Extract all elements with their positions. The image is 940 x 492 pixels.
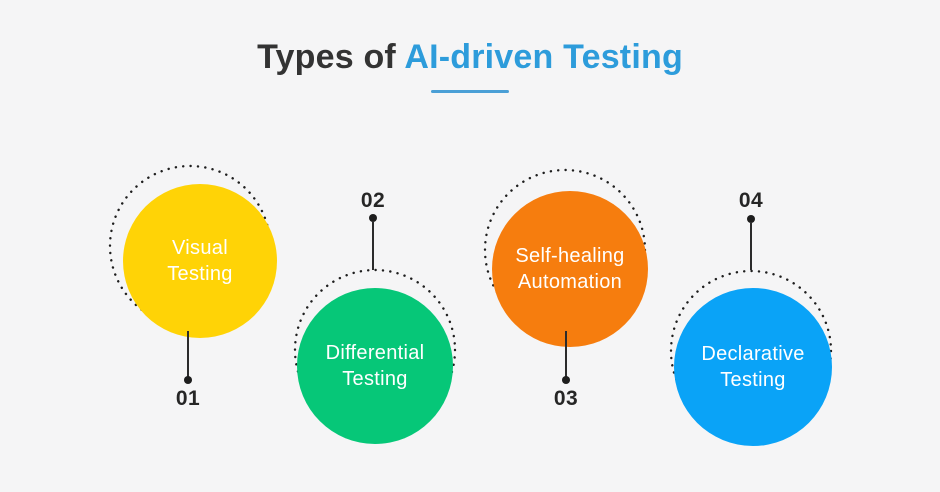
type-label: Declarative Testing (701, 343, 805, 391)
type-circle-declarative: Declarative Testing (674, 288, 832, 446)
connector-line (750, 223, 752, 270)
connector-line (565, 331, 567, 378)
connector-dot (562, 376, 570, 384)
connector-dot (369, 214, 377, 222)
header: Types of AI-driven Testing (0, 38, 940, 93)
type-label: Differential Testing (325, 342, 425, 390)
page-title: Types of AI-driven Testing (0, 38, 940, 77)
type-circle-self-healing: Self-healing Automation (492, 191, 648, 347)
type-circle-visual: Visual Testing (123, 184, 277, 338)
connector-line (372, 222, 374, 270)
type-label: Self-healing Automation (515, 245, 625, 293)
step-number: 01 (175, 387, 201, 410)
type-circle-differential: Differential Testing (297, 288, 453, 444)
type-label: Visual Testing (167, 237, 233, 285)
step-number: 04 (738, 189, 764, 212)
connector-dot (747, 215, 755, 223)
step-number: 02 (360, 189, 386, 212)
connector-dot (184, 376, 192, 384)
page-title-prefix: Types of (257, 38, 405, 76)
title-underline (431, 90, 509, 93)
page-title-highlight: AI-driven Testing (404, 38, 683, 76)
step-number: 03 (553, 387, 579, 410)
connector-line (187, 331, 189, 378)
